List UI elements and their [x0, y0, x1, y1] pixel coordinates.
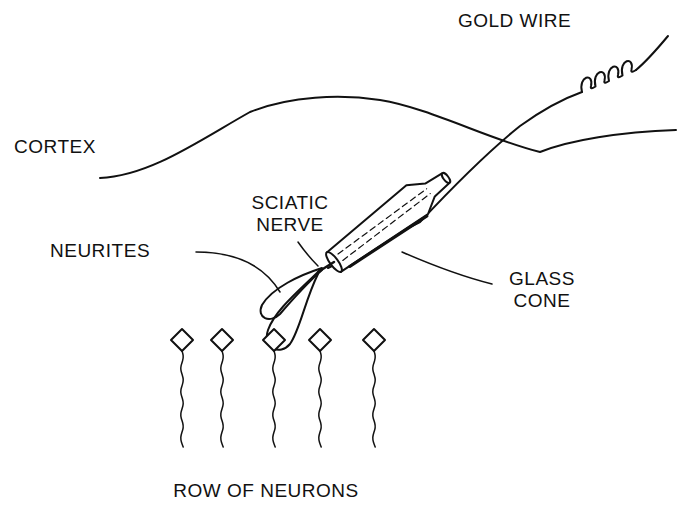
structure-label: SCIATIC NERVE — [251, 192, 328, 236]
axon — [273, 351, 275, 447]
neuron-body — [171, 329, 193, 351]
structure-label: ROW OF NEURONS — [173, 480, 358, 502]
wire-coil — [581, 61, 636, 92]
leader-line — [402, 252, 492, 284]
neurite — [261, 268, 322, 319]
neuron-body — [309, 329, 331, 351]
cortex-surface — [100, 97, 676, 178]
neuron-body — [211, 329, 233, 351]
cone-edge — [350, 211, 427, 271]
neuron-body — [363, 329, 385, 351]
leader-line — [298, 242, 318, 266]
structure-label: NEURITES — [50, 240, 150, 262]
glass-cone — [320, 162, 459, 280]
cone-body — [323, 164, 457, 277]
cone-tip — [440, 172, 451, 185]
structure-label: GLASS CONE — [509, 268, 575, 312]
gold-wire — [636, 36, 668, 70]
structure-label: GOLD WIRE — [458, 10, 571, 32]
axon — [373, 351, 375, 447]
structure-label: CORTEX — [14, 136, 96, 158]
neuron-body — [263, 329, 285, 351]
leader-line — [196, 252, 280, 292]
wire-coil — [581, 61, 636, 92]
axon — [319, 351, 321, 447]
axon — [181, 351, 183, 447]
axon — [221, 351, 223, 447]
row-of-neurons — [171, 329, 385, 447]
